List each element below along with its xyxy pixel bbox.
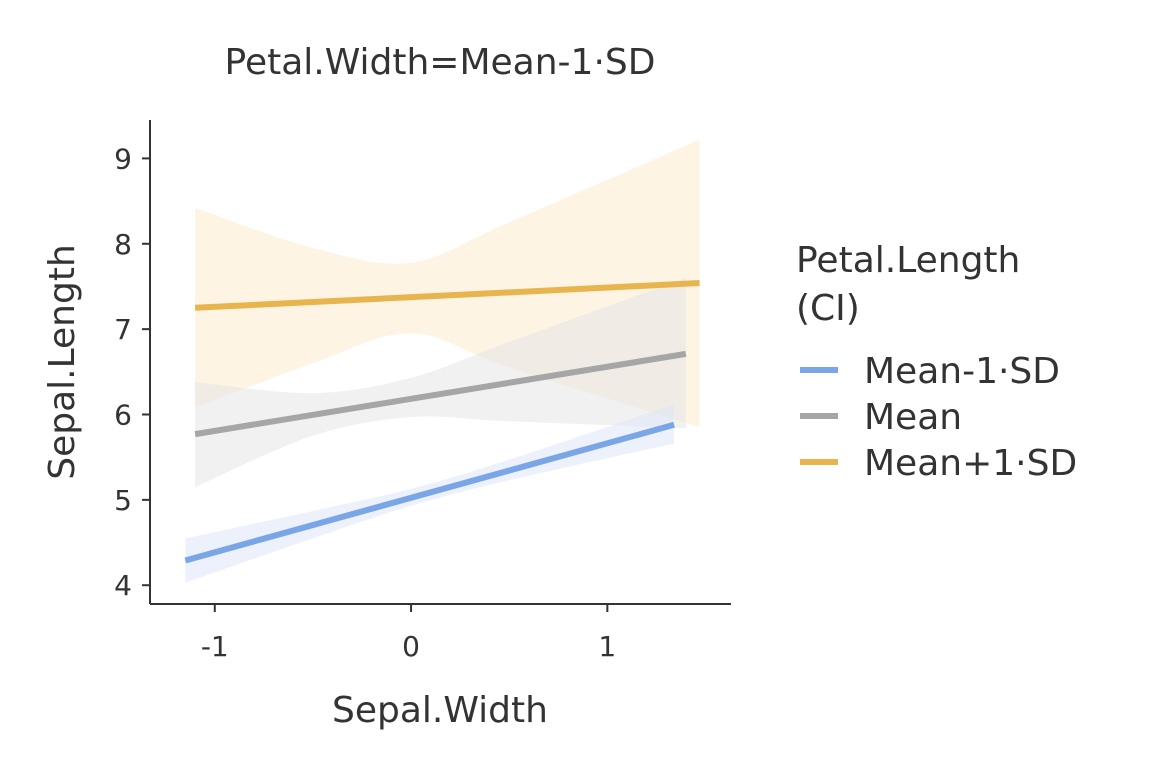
legend-item-mean: Mean <box>800 397 962 438</box>
y-tick-label: 6 <box>114 398 132 431</box>
legend-label-mean-1-sd: Mean+1·SD <box>864 443 1077 484</box>
legend-item-mean-1-sd: Mean-1·SD <box>800 351 1060 392</box>
x-tick-label: 1 <box>598 630 616 663</box>
series-line-mean-1-sd <box>184 421 675 564</box>
ci-band-mean <box>195 277 686 488</box>
series-line-mean-1-sd <box>194 280 700 311</box>
y-tick-label: 7 <box>114 313 132 346</box>
chart-title: Petal.Width=Mean-1·SD <box>225 42 656 83</box>
y-tick-label: 4 <box>114 569 132 602</box>
y-ticks: 4 5 6 7 8 9 <box>114 142 150 602</box>
y-tick-label: 8 <box>114 228 132 261</box>
series-line-mean <box>194 350 687 438</box>
x-ticks: -1 0 1 <box>201 604 616 663</box>
y-axis-title: Sepal.Length <box>42 244 83 480</box>
x-tick-label: 0 <box>402 630 420 663</box>
y-tick-label: 5 <box>114 484 132 517</box>
x-tick-label: -1 <box>201 630 229 663</box>
confidence-bands <box>185 139 700 583</box>
legend-title: Petal.Length(CI) <box>796 240 1020 329</box>
legend-label-mean-1-sd: Mean-1·SD <box>864 351 1060 392</box>
legend-label-mean: Mean <box>864 397 962 438</box>
x-axis-title: Sepal.Width <box>332 690 548 731</box>
y-tick-label: 9 <box>114 142 132 175</box>
series-lines <box>184 280 700 564</box>
legend-item-mean-1-sd: Mean+1·SD <box>800 443 1077 484</box>
